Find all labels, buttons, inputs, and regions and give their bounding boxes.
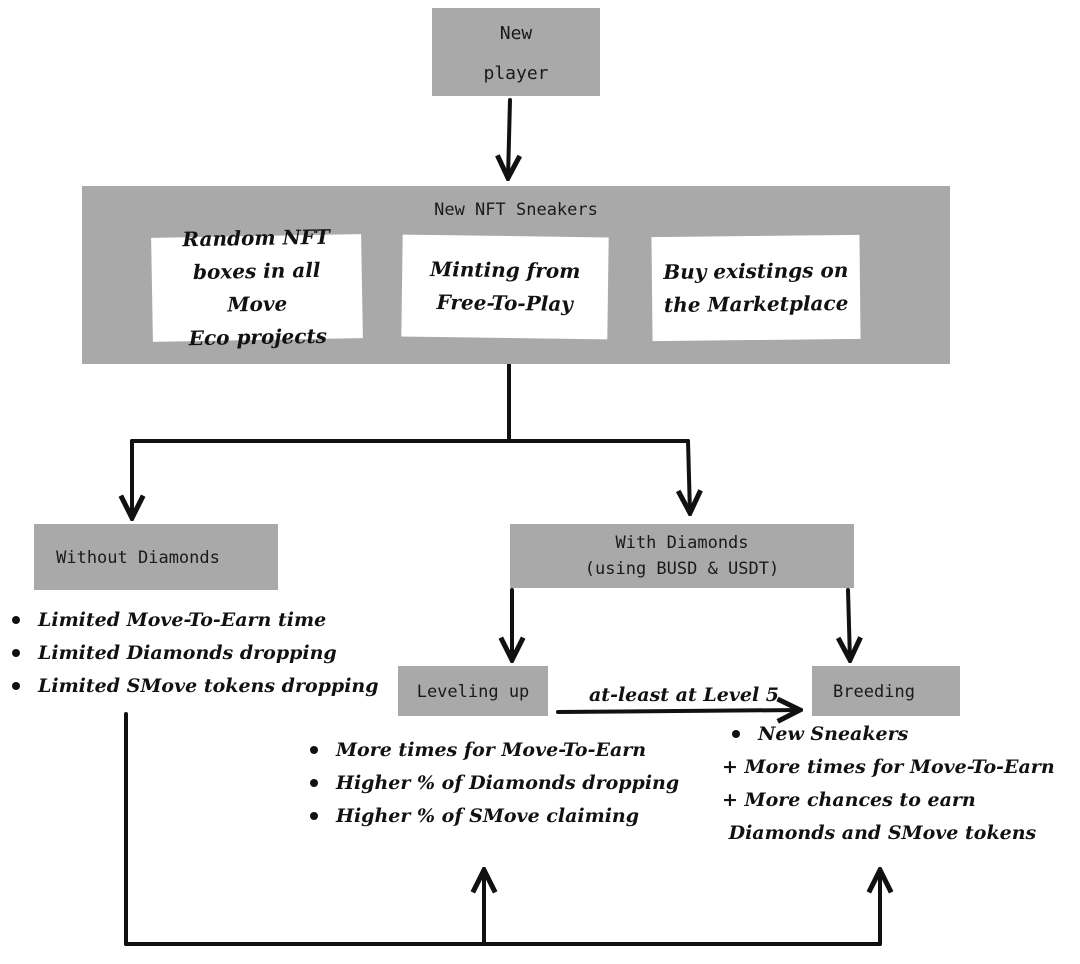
source-card-marketplace-line1: Buy existings on	[663, 258, 849, 284]
list-item: Limited Move-To-Earn time	[8, 604, 379, 637]
arrow-to-with-diamonds	[688, 439, 690, 513]
list-item: Higher % of SMove claiming	[306, 800, 679, 833]
list-item: Limited Diamonds dropping	[8, 637, 379, 670]
level-condition-label: at-least at Level 5	[588, 684, 779, 706]
list-item: Higher % of Diamonds dropping	[306, 767, 679, 800]
source-card-marketplace-line2: the Marketplace	[663, 291, 849, 317]
with-diamonds-box	[510, 524, 854, 588]
with-diamonds-label: With Diamonds (using BUSD & USDT)	[510, 530, 854, 582]
new-player-line2: player	[483, 63, 549, 84]
without-diamonds-points: Limited Move-To-Earn time Limited Diamon…	[8, 604, 379, 703]
list-item: Limited SMove tokens dropping	[8, 670, 379, 703]
source-card-minting-line2: Free-To-Play	[436, 290, 574, 316]
breeding-title: Breeding	[833, 682, 915, 702]
without-diamonds-title: Without Diamonds	[56, 548, 220, 568]
leveling-up-benefits: More times for Move-To-Earn Higher % of …	[306, 734, 679, 833]
nft-sneakers-title: New NFT Sneakers	[434, 200, 598, 220]
new-player-label: New player	[432, 14, 600, 94]
list-item: + More times for Move-To-Earn	[722, 756, 1055, 778]
source-card-marketplace: Buy existings on the Marketplace	[651, 234, 861, 342]
without-diamonds-box	[34, 524, 278, 590]
arrow-to-breeding	[848, 588, 850, 660]
list-item: Diamonds and SMove tokens	[722, 822, 1037, 844]
source-card-random-boxes: Random NFT boxes in all Move Eco project…	[151, 225, 363, 350]
list-item: New Sneakers	[728, 718, 908, 751]
breeding-more-benefits: + More times for Move-To-Earn + More cha…	[722, 751, 1055, 850]
leveling-up-box	[398, 666, 548, 716]
breeding-first-benefit: New Sneakers	[728, 718, 908, 751]
arrow-player-to-sneakers	[508, 98, 510, 178]
arrow-leveling-to-breeding	[556, 710, 800, 712]
new-player-line1: New	[499, 23, 533, 44]
list-item: More times for Move-To-Earn	[306, 734, 679, 767]
breeding-box	[812, 666, 960, 716]
source-card-random-boxes-line3: Eco projects	[188, 323, 328, 351]
leveling-up-title: Leveling up	[416, 682, 530, 702]
with-diamonds-line2: (using BUSD & USDT)	[584, 559, 780, 579]
source-card-minting: Minting from Free-To-Play	[401, 234, 609, 340]
source-card-random-boxes-line1: Random NFT	[182, 224, 331, 252]
source-card-random-boxes-line2: boxes in all Move	[192, 257, 321, 317]
with-diamonds-line1: With Diamonds	[615, 533, 749, 553]
source-card-minting-line1: Minting from	[429, 256, 581, 284]
list-item: + More chances to earn	[722, 789, 976, 811]
new-player-box	[432, 8, 600, 96]
